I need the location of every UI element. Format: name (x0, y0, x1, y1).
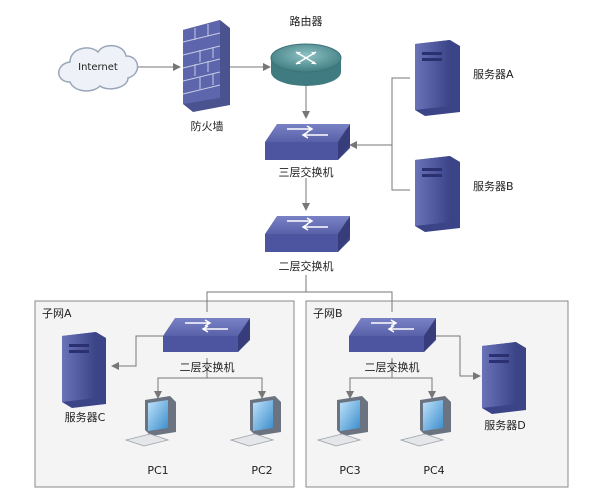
link-swa-pcs (154, 358, 208, 399)
link-servera-core (349, 77, 410, 149)
link-swb-serverd (435, 335, 481, 380)
server-c-icon: 服务器C (62, 332, 106, 424)
link-swb-pcs (346, 358, 393, 399)
server-a-icon: 服务器A (415, 40, 514, 116)
router-icon: 路由器 (270, 14, 342, 86)
subnet-b-box: 子网B (305, 300, 569, 488)
access-switch-icon: 二层交换机 (265, 216, 350, 273)
core-switch-label: 三层交换机 (279, 165, 334, 179)
subnet-a-switch-icon: 二层交换机 (163, 318, 250, 374)
pc1-label: PC1 (147, 464, 168, 477)
subnet-a-title: 子网A (42, 307, 72, 320)
server-d-label: 服务器D (484, 419, 525, 432)
pc1-icon: PC1 (124, 396, 176, 477)
internet-label: Internet (78, 62, 118, 73)
subnet-b-title: 子网B (313, 307, 343, 320)
pc4-icon: PC4 (399, 396, 451, 477)
pc2-label: PC2 (251, 464, 272, 477)
router-label: 路由器 (290, 14, 323, 28)
server-c-label: 服务器C (65, 411, 106, 424)
pc4-label: PC4 (423, 464, 444, 477)
firewall-icon: 防火墙 (182, 20, 230, 133)
pc2-icon: PC2 (229, 396, 281, 477)
subnet-b-switch-label: 二层交换机 (365, 360, 420, 374)
access-switch-label: 二层交换机 (279, 259, 334, 273)
firewall-label: 防火墙 (191, 119, 224, 133)
server-b-icon: 服务器B (415, 156, 514, 232)
link-serverb-core (391, 145, 410, 191)
connections (111, 63, 481, 399)
server-b-label: 服务器B (473, 180, 514, 193)
link-access-subnetb (306, 291, 393, 312)
subnet-a-switch-label: 二层交换机 (180, 360, 235, 374)
link-swa-serverc (111, 335, 163, 370)
pc3-label: PC3 (339, 464, 360, 477)
server-a-label: 服务器A (473, 68, 514, 81)
internet-cloud-icon: Internet (58, 44, 139, 92)
subnet-b-switch-icon: 二层交换机 (349, 318, 436, 374)
core-switch-icon: 三层交换机 (265, 124, 350, 179)
link-access-subnets (206, 275, 307, 312)
server-d-icon: 服务器D (482, 342, 526, 432)
pc3-icon: PC3 (316, 396, 368, 477)
